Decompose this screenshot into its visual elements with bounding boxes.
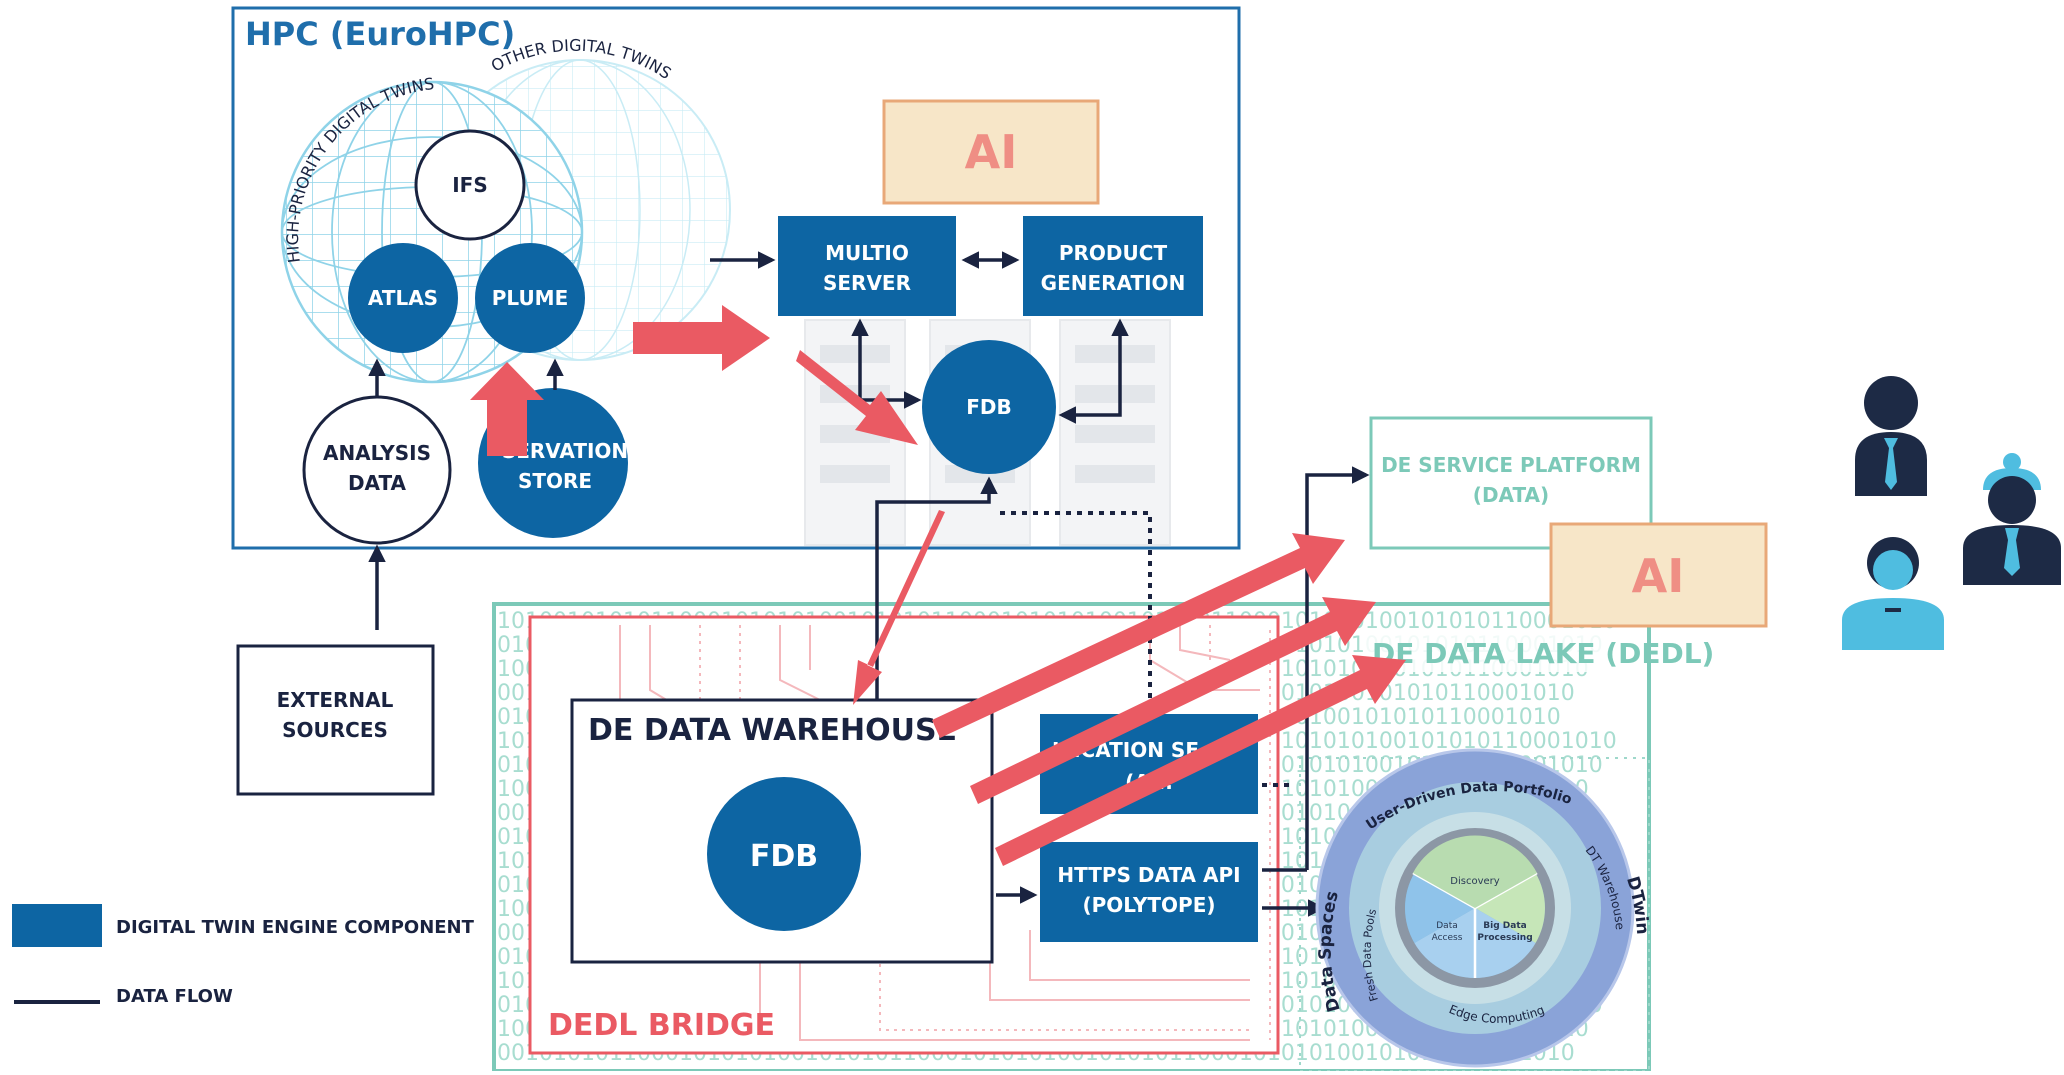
https-data-api-node[interactable]: HTTPS DATA API (POLYTOPE) <box>1040 842 1258 942</box>
api-to-platform-flow <box>1305 466 1370 870</box>
user-helmet-icon <box>1963 453 2061 585</box>
ai-box-platform: AI <box>1549 522 1768 628</box>
service-platform-label-2: (DATA) <box>1473 483 1549 507</box>
fdb-hpc-node[interactable]: FDB <box>922 340 1056 474</box>
data-access-label-2: Access <box>1432 933 1463 943</box>
ifs-node[interactable]: IFS <box>414 129 526 241</box>
ai-box-hpc: AI <box>882 99 1100 205</box>
fdb-warehouse-label: FDB <box>750 839 818 874</box>
data-access-label-1: Data <box>1436 921 1458 931</box>
legend-component-swatch <box>12 904 102 947</box>
api-data-flows <box>996 868 1326 917</box>
external-sources-label-1: EXTERNAL <box>277 688 394 712</box>
data-lake-label: DE DATA LAKE (DEDL) <box>1372 637 1714 670</box>
ai-label-platform: AI <box>1632 549 1685 603</box>
user-dark-icon <box>1855 376 1927 496</box>
plume-label: PLUME <box>492 286 569 310</box>
legend-component-label: DIGITAL TWIN ENGINE COMPONENT <box>116 917 475 938</box>
https-api-label-1: HTTPS DATA API <box>1057 863 1240 887</box>
user-headset-icon <box>1842 537 1944 650</box>
big-data-label-2: Processing <box>1477 933 1532 943</box>
ai-label-hpc: AI <box>965 125 1018 179</box>
product-generation-node[interactable]: PRODUCT GENERATION <box>1023 216 1203 316</box>
analysis-data-label-2: DATA <box>348 471 407 495</box>
twin-data-flow-arrows <box>368 358 564 630</box>
fdb-hpc-label: FDB <box>966 395 1012 419</box>
external-sources-label-2: SOURCES <box>282 718 388 742</box>
https-api-label-2: (POLYTOPE) <box>1082 893 1215 917</box>
analysis-data-label-1: ANALYSIS <box>323 441 431 465</box>
external-sources-node[interactable]: EXTERNAL SOURCES <box>236 644 435 796</box>
notification-service-node[interactable]: IFICATION SE (A... <box>1040 714 1258 814</box>
legend: DIGITAL TWIN ENGINE COMPONENT DATA FLOW <box>12 904 475 1007</box>
discovery-label: Discovery <box>1450 876 1499 887</box>
red-ai-arrows <box>470 305 1406 866</box>
dedl-bridge-label: DEDL BRIDGE <box>548 1008 775 1043</box>
users-icon <box>1842 376 2061 650</box>
plume-node[interactable]: PLUME <box>475 243 585 353</box>
fdb-warehouse-node[interactable] <box>707 777 861 931</box>
atlas-node[interactable]: ATLAS <box>348 243 458 353</box>
multio-label-2: SERVER <box>823 271 911 295</box>
product-label-1: PRODUCT <box>1059 241 1168 265</box>
user-driven-data-portfolio: Discovery Data Access Big Data Processin… <box>1315 748 1652 1068</box>
ifs-label: IFS <box>452 173 488 197</box>
atlas-label: ATLAS <box>368 286 438 310</box>
service-platform-label-1: DE SERVICE PLATFORM <box>1381 453 1641 477</box>
de-data-warehouse-node[interactable]: DE DATA WAREHOUSE FDB <box>570 698 994 964</box>
hpc-title: HPC (EuroHPC) <box>245 15 515 53</box>
legend-flow-label: DATA FLOW <box>116 986 233 1007</box>
warehouse-title: DE DATA WAREHOUSE <box>588 713 957 748</box>
multio-server-node[interactable]: MULTIO SERVER <box>778 216 956 316</box>
observation-store-label-2: STORE <box>518 469 592 493</box>
product-label-2: GENERATION <box>1041 271 1186 295</box>
analysis-data-node[interactable]: ANALYSIS DATA <box>302 395 452 545</box>
multio-label-1: MULTIO <box>825 241 909 265</box>
big-data-label-1: Big Data <box>1483 921 1526 931</box>
